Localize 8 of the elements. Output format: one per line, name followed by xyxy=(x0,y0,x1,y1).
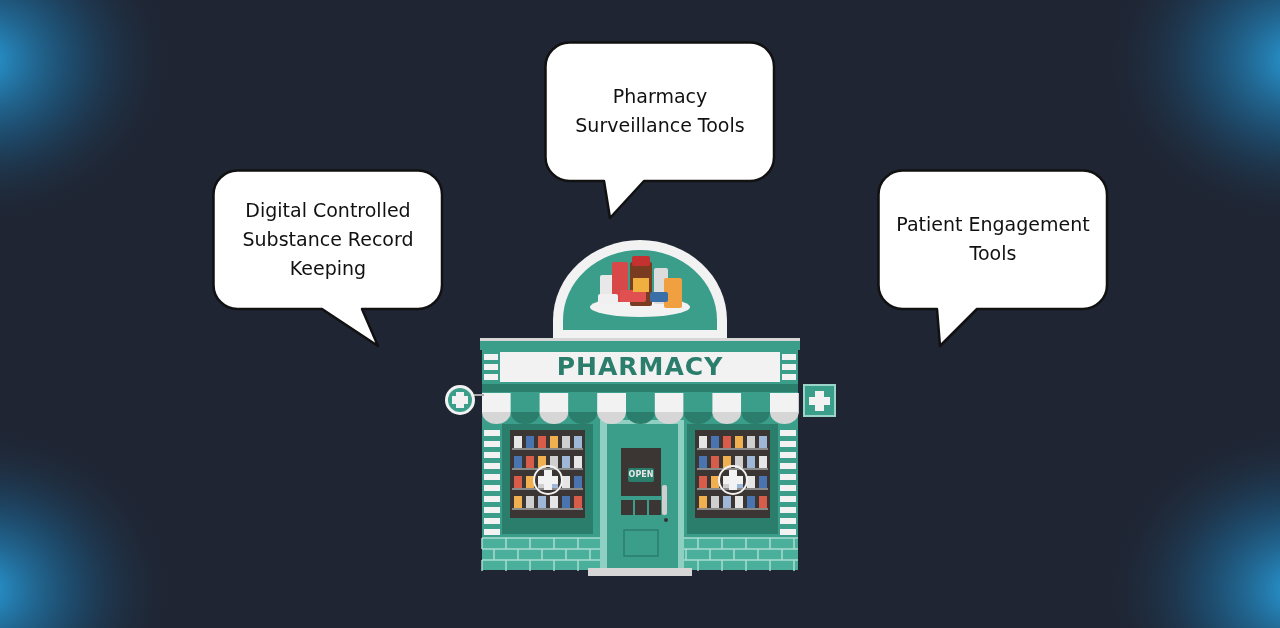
store-sign-text: PHARMACY xyxy=(555,352,725,382)
door-sign-text: OPEN xyxy=(628,469,654,481)
bubble-text: Digital Controlled Substance Record Keeping xyxy=(241,197,415,281)
bubble-text: Patient Engagement Tools xyxy=(895,212,1091,266)
speech-bubble xyxy=(212,169,444,349)
bubble-text: Pharmacy Surveillance Tools xyxy=(574,84,746,138)
speech-bubble xyxy=(544,41,776,221)
speech-bubble xyxy=(877,169,1109,349)
